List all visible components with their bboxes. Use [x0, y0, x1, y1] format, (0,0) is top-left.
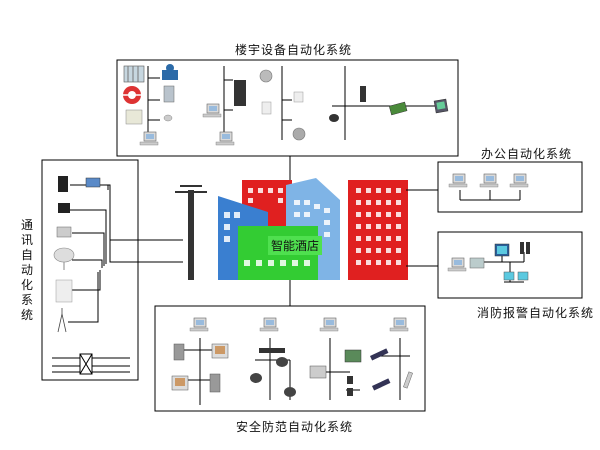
sensor-icon [403, 371, 413, 389]
intercom-icon [209, 373, 221, 393]
hotel-building-graphic [218, 178, 408, 280]
detector-icon [329, 114, 339, 122]
center-connectors [289, 189, 438, 306]
monitor-screen [497, 246, 507, 254]
fire-alarm-bus [478, 252, 525, 283]
computer-icon [447, 257, 467, 272]
building-automation-label: 楼宇设备自动化系统 [235, 43, 353, 57]
video-phone-screen [215, 346, 225, 354]
cabinet-icon [55, 279, 73, 303]
sensor-icon [347, 376, 353, 384]
speaker-icon [292, 127, 306, 141]
valve-icon [162, 64, 178, 80]
computer-icon [215, 131, 235, 146]
controller-icon [163, 85, 175, 103]
monitor-icon [433, 98, 449, 114]
communication-lines [52, 184, 183, 373]
computer-icon [479, 173, 499, 188]
building-automation-box [116, 59, 459, 157]
server-icon [234, 80, 246, 106]
switch-icon [79, 353, 93, 375]
computer-icon [509, 173, 529, 188]
circuit-board-icon [388, 101, 408, 116]
modem-icon [85, 177, 101, 188]
computer-icon [389, 317, 409, 332]
speaker-icon [259, 69, 273, 83]
control-panel-icon [309, 365, 327, 379]
sensor-icon [261, 101, 272, 115]
panel-icon [125, 109, 143, 125]
intercom-icon [173, 343, 185, 361]
detector-icon [526, 242, 530, 254]
security-automation-box [154, 305, 426, 412]
computer-icon [139, 131, 159, 146]
camera-icon [276, 357, 288, 367]
computer-icon [189, 317, 209, 332]
screen-icon [503, 271, 515, 281]
fire-alarm-automation-label: 消防报警自动化系统 [477, 306, 595, 320]
fire-alarm-box [437, 231, 583, 299]
phone-icon [56, 226, 72, 238]
office-automation-label: 办公自动化系统 [481, 147, 573, 161]
fan-icon [123, 86, 141, 104]
beam-detector-icon [371, 378, 391, 391]
antenna-pole-icon [175, 185, 207, 280]
sensor-icon [163, 114, 173, 122]
cooling-tower-icon [123, 65, 145, 83]
sensor-icon [293, 91, 304, 103]
laptop-icon [58, 203, 70, 213]
antenna-tower-icon [57, 308, 67, 333]
monitor-icon [344, 349, 362, 363]
building-automation-bus [147, 66, 440, 182]
screen-icon [517, 271, 529, 281]
beam-detector-icon [369, 348, 389, 361]
camera-icon [284, 387, 296, 397]
security-automation-label: 安全防范自动化系统 [236, 420, 354, 434]
control-panel-icon [469, 257, 485, 269]
center-hotel-label: 智能酒店 [268, 236, 323, 255]
computer-icon [319, 317, 339, 332]
satellite-dish-icon [53, 247, 75, 270]
computer-icon [202, 103, 222, 118]
dvr-icon [259, 348, 285, 353]
controller-icon [360, 86, 366, 102]
computer-icon [259, 317, 279, 332]
video-phone-screen [175, 378, 185, 386]
office-bus [459, 190, 521, 201]
server-icon [58, 176, 68, 192]
detector-icon [520, 242, 524, 254]
communication-automation-label: 通讯自动化系统 [20, 218, 33, 322]
sensor-icon [347, 388, 353, 396]
computer-icon [448, 173, 468, 188]
office-automation-box [437, 161, 583, 213]
communication-box [41, 159, 139, 381]
camera-icon [250, 373, 262, 383]
